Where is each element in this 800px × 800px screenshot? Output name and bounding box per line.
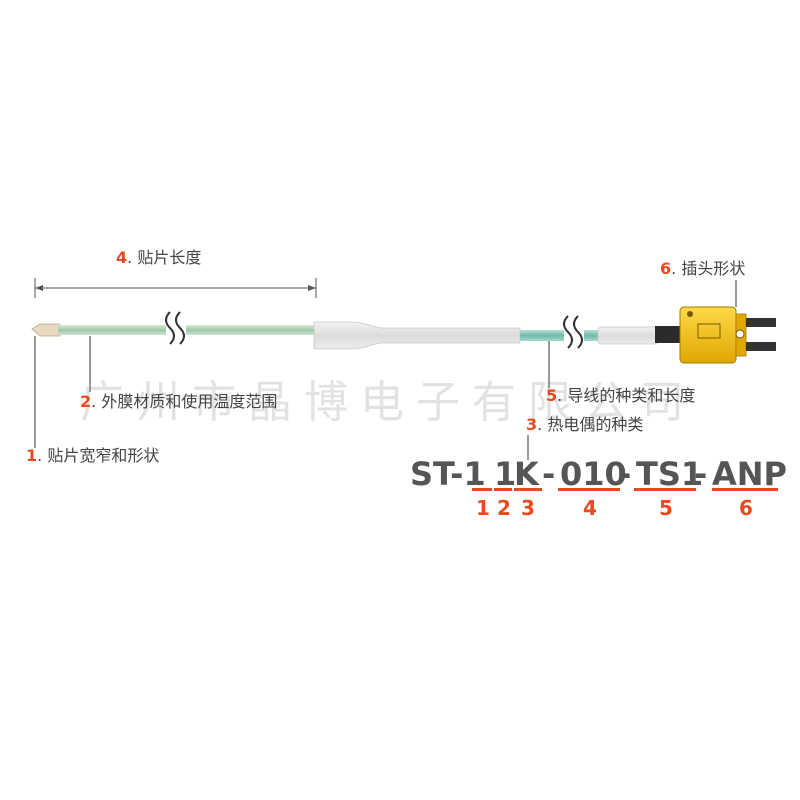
annotation-number: 3: [526, 415, 538, 434]
code-index: 1: [476, 496, 490, 520]
annotation-text: . 热电偶的种类: [537, 415, 644, 434]
code-dash: -: [694, 455, 708, 493]
watermark: 广州市晶博电子有限公司: [80, 377, 696, 428]
probe-tip: [31, 323, 61, 337]
annotation-plug-shape: 6. 插头形状: [660, 259, 745, 279]
code-index: 5: [659, 496, 673, 520]
code-length: 010: [560, 455, 627, 493]
code-thermocouple: K: [514, 455, 539, 493]
annotation-number: 2: [80, 392, 92, 411]
probe-break-mark: [165, 311, 185, 345]
plug-cable: [655, 326, 683, 343]
connector-plug: [679, 306, 776, 364]
sleeve: [313, 321, 521, 350]
probe-body: [58, 325, 318, 335]
annotation-text: . 贴片长度: [127, 248, 202, 267]
annotation-patch-length: 4. 贴片长度: [116, 248, 201, 268]
code-index: 4: [583, 496, 597, 520]
code-underline: [472, 488, 492, 491]
code-plug: ANP: [712, 455, 787, 493]
code-width: 1: [494, 455, 517, 493]
code-lead: TS1: [636, 455, 704, 493]
lead-break-mark: [563, 315, 583, 349]
code-index: 3: [521, 496, 535, 520]
leader-lines: [34, 280, 737, 460]
annotation-text: . 贴片宽窄和形状: [37, 446, 160, 465]
lead-wire: [520, 330, 600, 341]
annotation-text: . 导线的种类和长度: [557, 386, 696, 405]
annotation-patch-width: 1. 贴片宽窄和形状: [26, 446, 159, 466]
annotation-thermocouple-type: 3. 热电偶的种类: [526, 415, 643, 435]
annotation-text: . 外膜材质和使用温度范围: [91, 392, 278, 411]
annotation-number: 5: [546, 386, 558, 405]
annotation-film-material: 2. 外膜材质和使用温度范围: [80, 392, 277, 412]
code-underline: [634, 488, 696, 491]
code-underline: [514, 488, 542, 491]
annotation-number: 6: [660, 259, 672, 278]
rear-sleeve: [597, 326, 659, 345]
annotation-number: 4: [116, 248, 128, 267]
code-series: ST-1: [410, 455, 486, 493]
code-underline: [712, 488, 778, 491]
code-index: 2: [497, 496, 511, 520]
code-dash: -: [618, 455, 632, 493]
code-underline: [558, 488, 620, 491]
length-dimension: [34, 278, 317, 298]
code-index: 6: [739, 496, 753, 520]
annotation-number: 1: [26, 446, 38, 465]
code-underline: [494, 488, 512, 491]
annotation-text: . 插头形状: [671, 259, 746, 278]
annotation-lead-wire: 5. 导线的种类和长度: [546, 386, 695, 406]
code-dash: -: [542, 455, 556, 493]
